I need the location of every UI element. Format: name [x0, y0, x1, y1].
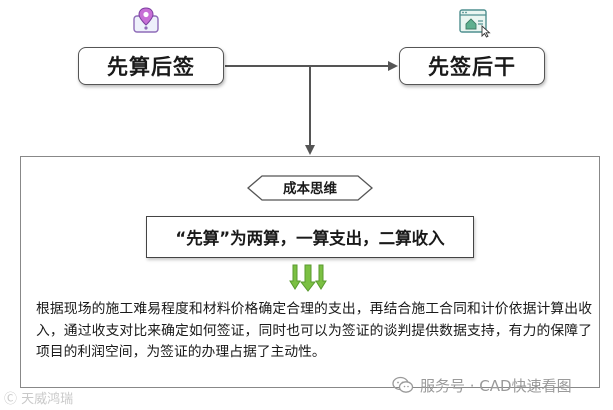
location-pin-icon	[131, 5, 161, 35]
watermark-right-text: 服务号 · CAD快速看图	[420, 376, 572, 395]
two-calculations-text: “先算”为两算，一算支出，二算收入	[175, 229, 445, 248]
browser-home-icon	[458, 8, 492, 38]
step-box-sign-first: 先签后干	[399, 47, 545, 85]
watermark-right: 服务号 · CAD快速看图	[392, 373, 572, 397]
cost-thinking-label: 成本思维	[283, 181, 337, 197]
description-paragraph: 根据现场的施工难易程度和材料价格确定合理的支出，再结合施工合同和计价依据计算出收…	[36, 301, 592, 360]
wechat-icon	[392, 376, 414, 393]
step-label-calculate-first: 先算后签	[107, 55, 195, 79]
step-label-sign-first: 先签后干	[428, 55, 516, 79]
cost-thinking-badge	[247, 175, 373, 201]
two-calculations-box: “先算”为两算，一算支出，二算收入	[146, 216, 474, 258]
step-box-calculate-first: 先算后签	[78, 47, 224, 85]
down-arrows-icon	[289, 264, 327, 292]
watermark-left: Ⓒ 天威鸿瑞	[4, 392, 74, 407]
